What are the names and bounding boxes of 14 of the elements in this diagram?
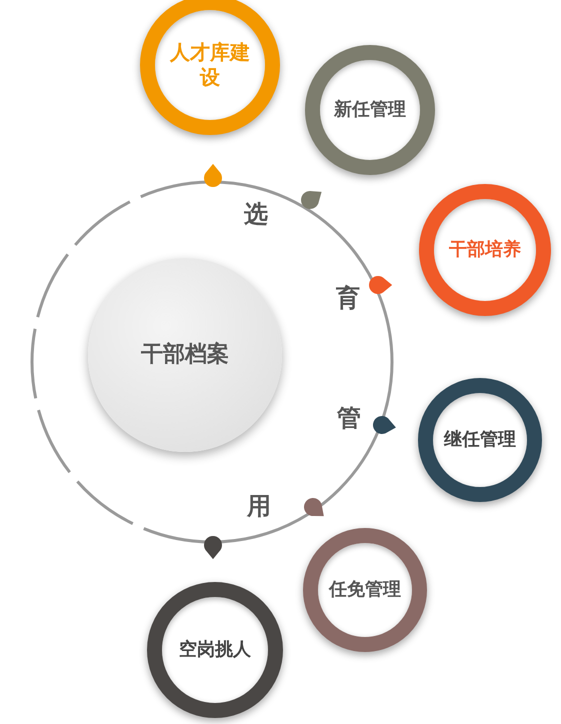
stage-label: 育 — [336, 283, 360, 314]
stage-label: 用 — [247, 491, 271, 522]
node-label: 空岗挑人 — [179, 638, 251, 662]
ring-circle — [418, 378, 542, 502]
node-label: 干部档案 — [141, 341, 229, 369]
node-label: 新任管理 — [334, 98, 406, 122]
stage-label: 选 — [244, 199, 268, 230]
ring-circle — [303, 528, 427, 652]
node-label: 人才库建设 — [170, 40, 250, 90]
stage-label: 管 — [337, 403, 361, 434]
node-label: 任免管理 — [329, 578, 401, 602]
ring-circle — [419, 184, 551, 316]
node-label: 继任管理 — [444, 428, 516, 452]
node-label: 干部培养 — [449, 238, 521, 262]
